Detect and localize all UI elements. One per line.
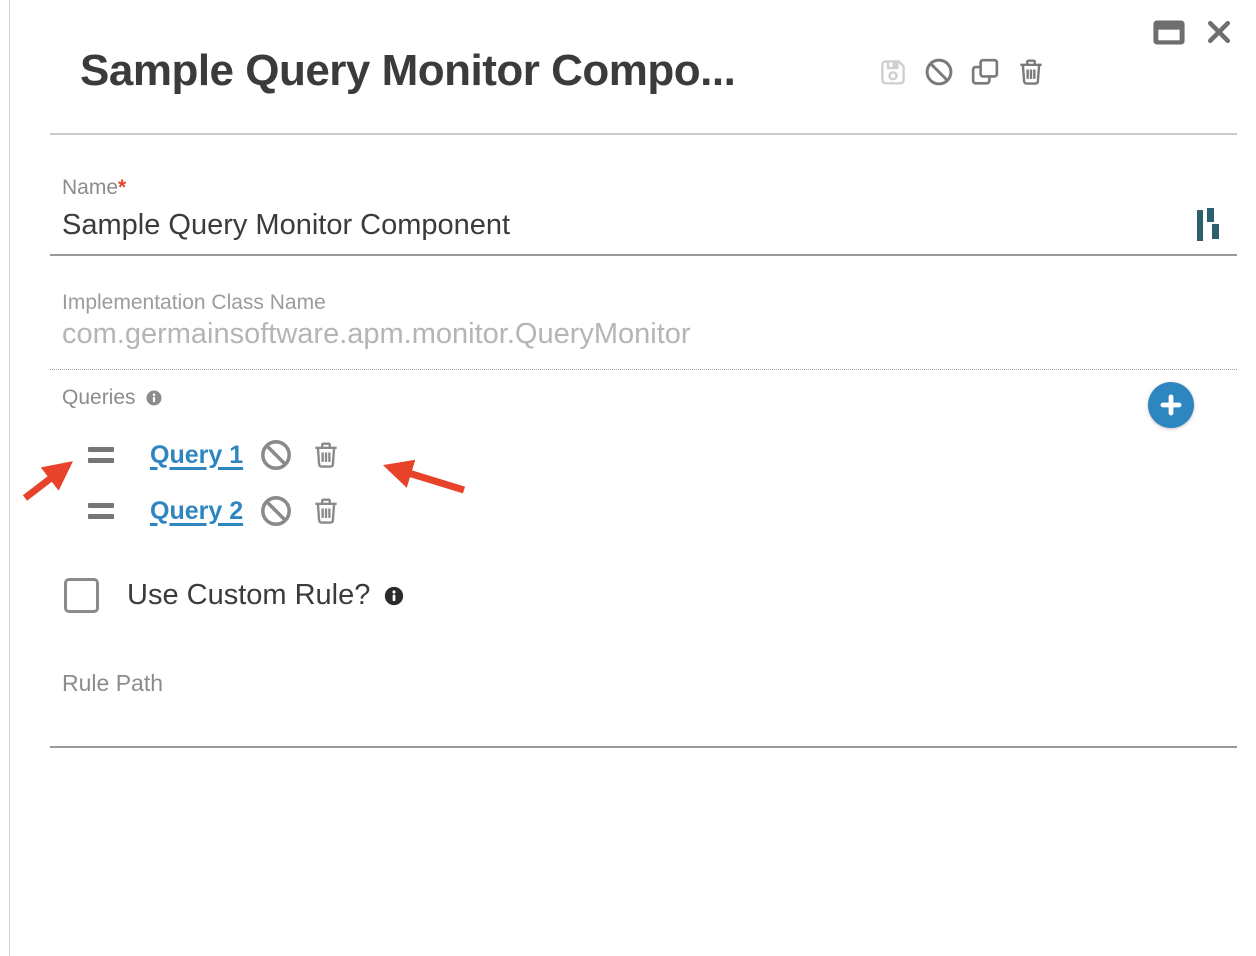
query-2-link[interactable]: Query 2 [150, 496, 244, 525]
name-label-text: Name [62, 176, 119, 199]
rule-path-input[interactable] [50, 700, 1237, 746]
close-icon[interactable] [1204, 17, 1234, 47]
implementation-class-label: Implementation Class Name [62, 291, 326, 314]
custom-rule-info-icon[interactable] [383, 585, 405, 607]
query-row-1: Query 1 [88, 438, 341, 472]
name-field-label: Name* [62, 176, 126, 200]
use-custom-rule-row: Use Custom Rule? [64, 578, 405, 613]
delete-query-icon[interactable] [311, 440, 341, 470]
add-query-button[interactable] [1148, 382, 1194, 428]
queries-header: Queries [62, 386, 163, 410]
trash-icon[interactable] [1016, 57, 1046, 87]
use-custom-rule-checkbox[interactable] [64, 578, 99, 613]
rule-path-field [50, 700, 1237, 748]
arrow-to-row-actions [382, 459, 466, 494]
panel-left-edge [9, 0, 10, 956]
drag-handle-icon[interactable] [88, 503, 114, 519]
disable-icon[interactable] [924, 57, 954, 87]
name-input[interactable] [62, 209, 1197, 242]
query-list: Query 1 Query 2 [88, 438, 341, 550]
plus-icon [1158, 392, 1184, 418]
delete-query-icon[interactable] [311, 496, 341, 526]
required-asterisk: * [118, 176, 127, 199]
queries-label: Queries [62, 386, 136, 409]
rule-path-label: Rule Path [62, 670, 164, 696]
window-controls [1152, 17, 1234, 47]
disable-query-icon[interactable] [259, 494, 293, 528]
save-icon[interactable] [878, 57, 908, 87]
disable-query-icon[interactable] [259, 438, 293, 472]
arrow-to-drag-handle [22, 461, 73, 501]
germain-logo-icon [1197, 207, 1223, 244]
implementation-class-value: com.germainsoftware.apm.monitor.QueryMon… [62, 318, 691, 350]
drag-handle-icon[interactable] [88, 447, 114, 463]
window-restore-icon[interactable] [1152, 19, 1186, 46]
use-custom-rule-label: Use Custom Rule? [127, 579, 371, 611]
queries-info-icon[interactable] [145, 389, 163, 407]
copy-icon[interactable] [970, 57, 1000, 87]
title-divider [50, 133, 1237, 135]
page-title: Sample Query Monitor Compo... [80, 46, 736, 95]
name-field [50, 203, 1237, 256]
query-1-link[interactable]: Query 1 [150, 440, 244, 469]
title-toolbar [878, 57, 1046, 87]
implementation-class-underline [50, 369, 1237, 370]
query-row-2: Query 2 [88, 494, 341, 528]
